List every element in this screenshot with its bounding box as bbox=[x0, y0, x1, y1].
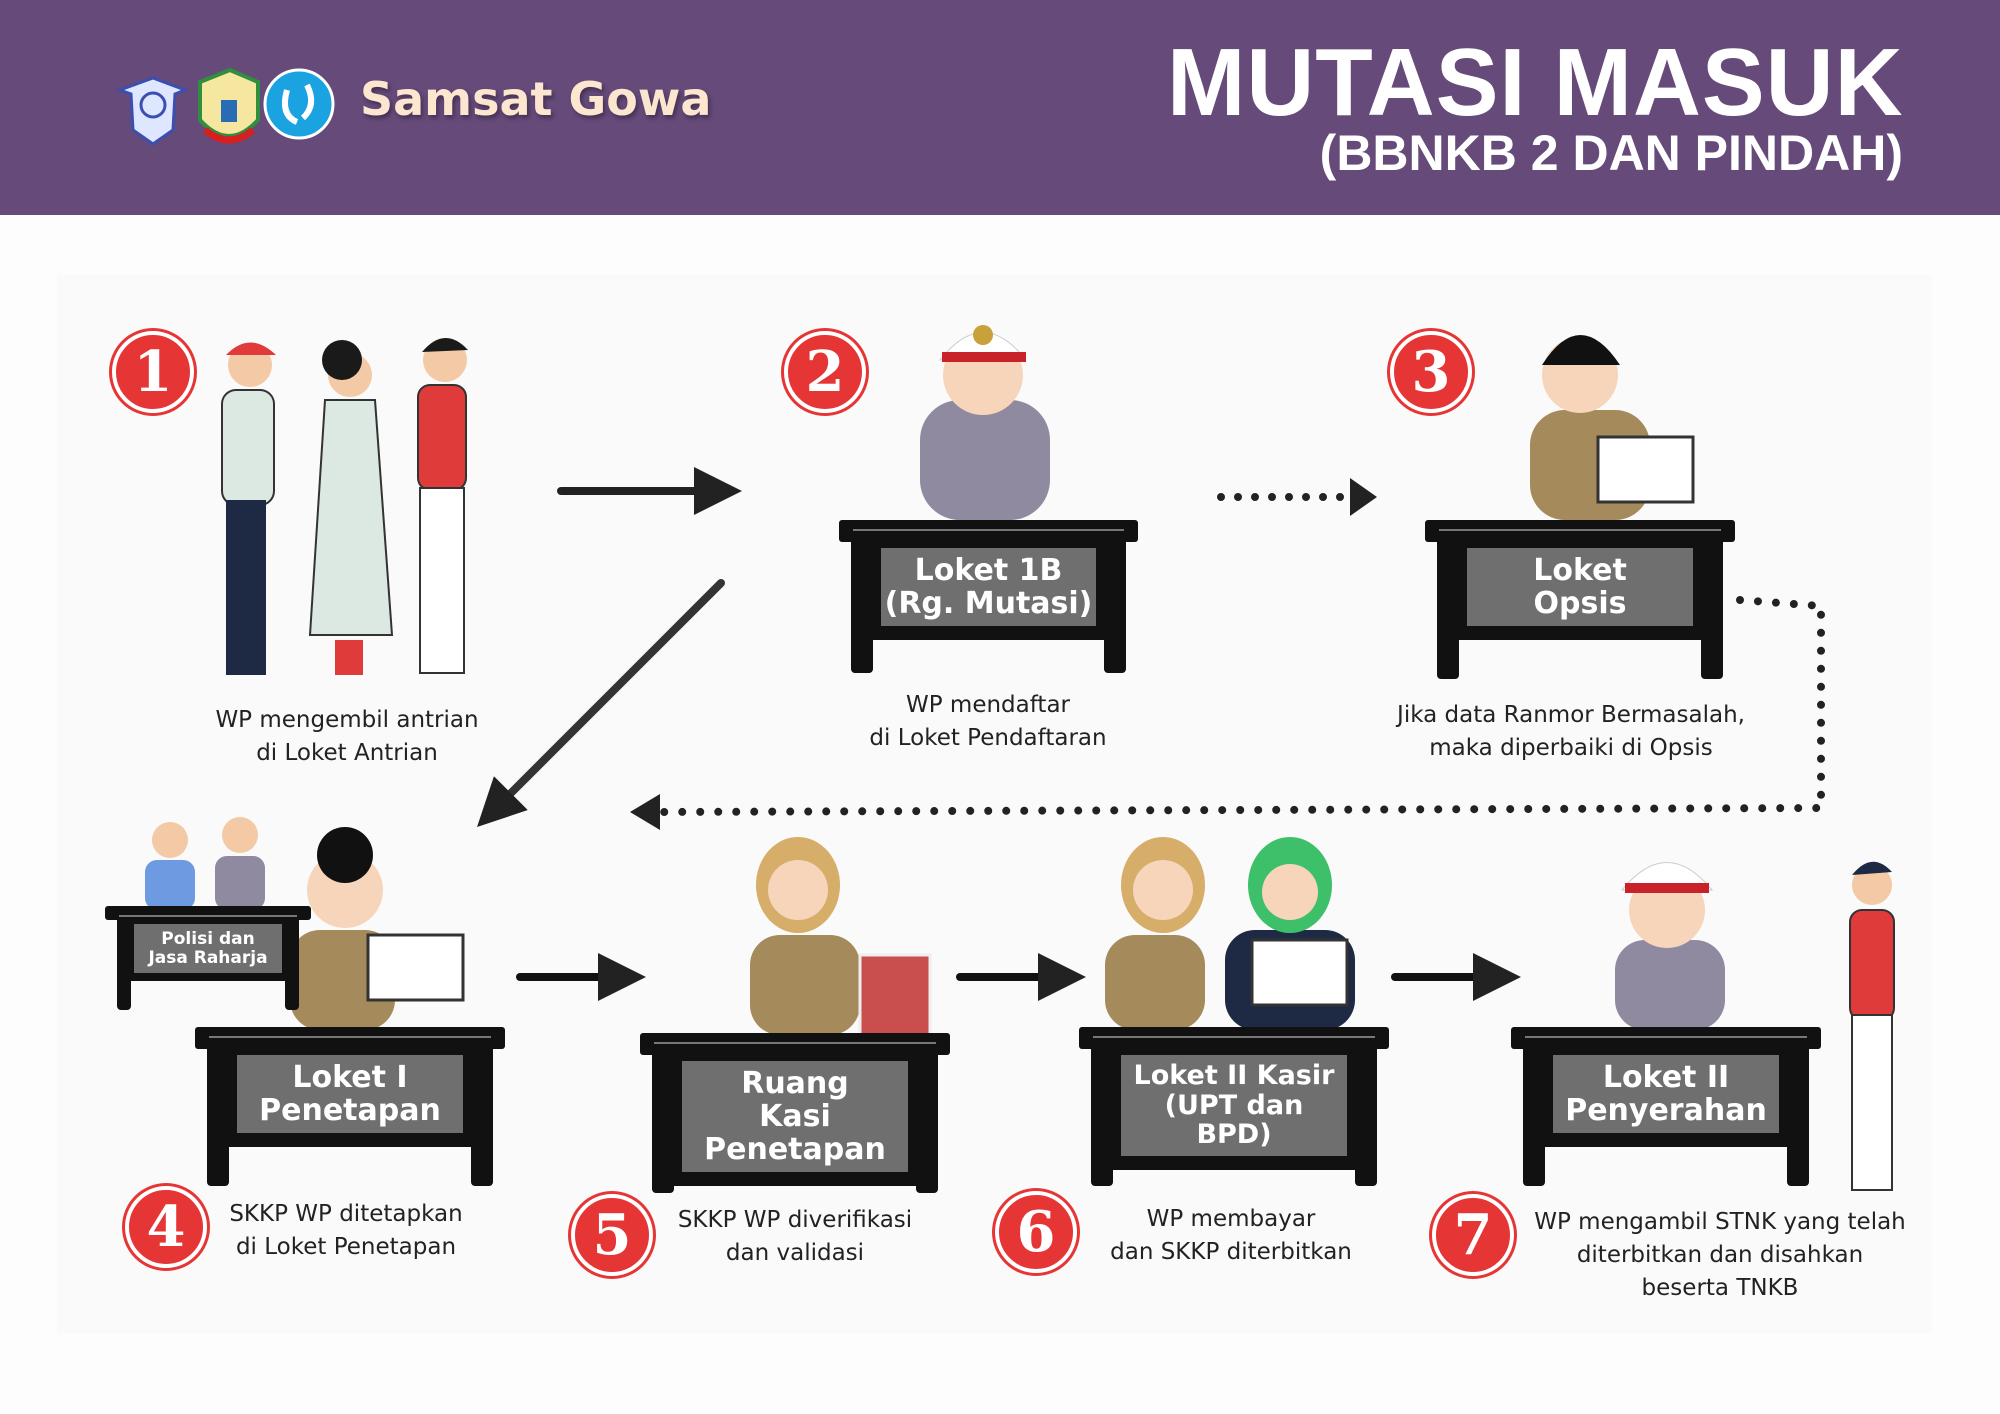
police-and-jasa-raharja-staff-icon bbox=[145, 817, 265, 910]
desk-label: Loket I bbox=[292, 1060, 408, 1095]
opsis-officer-icon bbox=[1530, 335, 1695, 520]
step-number-7: 7 bbox=[1432, 1194, 1514, 1276]
step-number-1: 1 bbox=[112, 331, 194, 413]
desk-label: (UPT dan BPD) bbox=[1164, 1089, 1304, 1151]
desk-label: Loket II Kasir bbox=[1133, 1060, 1335, 1091]
page-subtitle: (BBNKB 2 DAN PINDAH) bbox=[1319, 125, 1903, 181]
desk-label: Kasi Penetapan bbox=[704, 1099, 886, 1167]
logo-group bbox=[115, 67, 335, 146]
jasa-raharja-icon bbox=[263, 68, 335, 140]
desk-loket-kasir: Loket II Kasir(UPT dan BPD) bbox=[1079, 1027, 1389, 1186]
gowa-emblem-icon bbox=[198, 67, 260, 144]
desk-label: Opsis bbox=[1533, 586, 1627, 621]
brand-name: Samsat Gowa bbox=[360, 72, 712, 126]
queue-person-icon bbox=[417, 337, 468, 674]
page-title: MUTASI MASUK bbox=[1166, 29, 1903, 136]
cashier-staff-icon bbox=[1105, 837, 1355, 1030]
desk-label: Jasa Raharja bbox=[148, 947, 268, 968]
penyerahan-officer-icon bbox=[1615, 862, 1725, 1030]
arrow-2-to-4 bbox=[477, 579, 725, 827]
step-3-caption: Jika data Ranmor Bermasalah,maka diperba… bbox=[1397, 702, 1745, 761]
desk-label: Penyerahan bbox=[1565, 1093, 1767, 1128]
desk-loket-1b: Loket 1B(Rg. Mutasi) bbox=[839, 520, 1138, 673]
step-number-2: 2 bbox=[784, 331, 866, 413]
desk-label: Ruang bbox=[741, 1066, 849, 1101]
police-emblem-icon bbox=[115, 76, 190, 146]
step-number-6: 6 bbox=[995, 1191, 1077, 1273]
desk-label: (Rg. Mutasi) bbox=[884, 586, 1093, 621]
step-number-5: 5 bbox=[571, 1194, 653, 1276]
step-number-3: 3 bbox=[1390, 331, 1472, 413]
queue-person-icon bbox=[308, 340, 394, 675]
dotted-arrow-3-to-4 bbox=[656, 596, 1825, 816]
kasi-penetapan-officer-icon bbox=[750, 837, 932, 1037]
penetapan-officer-icon bbox=[290, 827, 465, 1030]
step-number-4: 4 bbox=[125, 1186, 207, 1268]
desk-label: Penetapan bbox=[259, 1093, 441, 1128]
taxpayer-person-icon bbox=[1849, 861, 1895, 1191]
desk-label: Loket bbox=[1533, 553, 1627, 588]
desk-label: Loket 1B bbox=[914, 553, 1063, 588]
queue-person-icon bbox=[221, 342, 276, 675]
header: Samsat Gowa MUTASI MASUK (BBNKB 2 DAN PI… bbox=[0, 0, 2000, 215]
dotted-arrow-head bbox=[630, 794, 660, 830]
desk-label: Polisi dan bbox=[161, 929, 255, 949]
desk-label: Loket II bbox=[1602, 1060, 1730, 1095]
dotted-arrow-head bbox=[1350, 478, 1377, 516]
police-officer-icon bbox=[920, 325, 1050, 520]
